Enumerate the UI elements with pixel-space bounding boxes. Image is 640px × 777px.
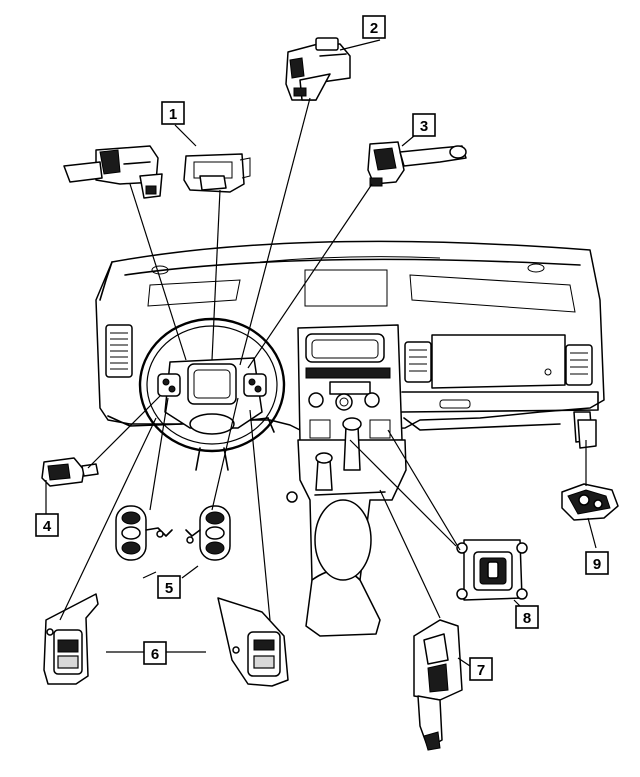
part-8-bezel bbox=[456, 539, 528, 601]
callout-4-label: 4 bbox=[43, 518, 52, 535]
part-4-switch bbox=[41, 457, 99, 487]
callout-7: 7 bbox=[469, 657, 493, 681]
callout-3-label: 3 bbox=[420, 118, 428, 135]
part-1-clockspring bbox=[63, 145, 163, 199]
callout-9-label: 9 bbox=[593, 556, 601, 573]
callout-6: 6 bbox=[143, 641, 167, 665]
callout-9: 9 bbox=[585, 551, 609, 575]
callout-4: 4 bbox=[35, 513, 59, 537]
steering-wheel bbox=[138, 317, 286, 471]
callout-8: 8 bbox=[515, 605, 539, 629]
callout-5: 5 bbox=[157, 575, 181, 599]
left-vent-louvers bbox=[110, 332, 128, 370]
callout-1: 1 bbox=[161, 101, 185, 125]
part-5-switches bbox=[115, 505, 231, 561]
floor-console bbox=[267, 417, 407, 637]
part-3-switch bbox=[367, 141, 467, 187]
part-9-connector bbox=[561, 419, 619, 521]
callout-5-label: 5 bbox=[165, 580, 173, 597]
callout-1-label: 1 bbox=[169, 106, 177, 123]
callout-2-label: 2 bbox=[370, 20, 378, 37]
callout-7-label: 7 bbox=[477, 662, 485, 679]
callout-8-label: 8 bbox=[523, 610, 531, 627]
callout-6-label: 6 bbox=[151, 646, 159, 663]
part-1-airbag-module bbox=[183, 153, 251, 193]
part-6-bezels bbox=[43, 593, 289, 687]
part-2-module bbox=[285, 37, 351, 101]
callout-2: 2 bbox=[362, 15, 386, 39]
part-7-shifter-module bbox=[413, 619, 463, 751]
callout-3: 3 bbox=[412, 113, 436, 137]
leader-lines bbox=[45, 39, 597, 667]
